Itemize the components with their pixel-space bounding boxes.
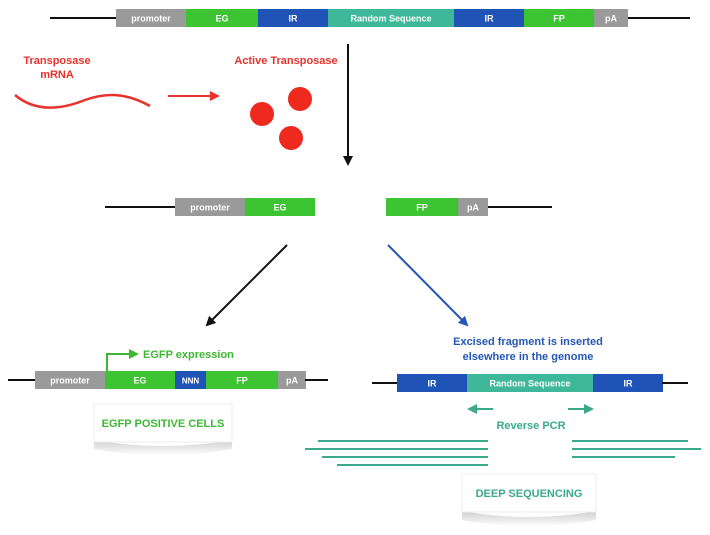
segment-label: IR	[289, 14, 299, 24]
deep-sequencing-label: DEEP SEQUENCING	[476, 488, 583, 500]
segment-label: FP	[416, 203, 428, 213]
segment-ir	[454, 9, 524, 27]
segment-label: promoter	[190, 203, 230, 213]
box-panel	[461, 473, 597, 513]
transposase-protein	[288, 87, 312, 111]
expression-arrow	[106, 349, 139, 371]
segment-label: Random Sequence	[350, 14, 431, 24]
transposase-protein	[279, 126, 303, 150]
segment-label: promoter	[50, 376, 90, 386]
inserted-fragment: Excised fragment is inserted elsewhere i…	[372, 336, 688, 392]
box-shadow	[462, 511, 596, 527]
segment-ir	[593, 374, 663, 392]
active-transposase-label: Active Transposase	[234, 55, 337, 67]
segment-eg	[186, 9, 258, 27]
segment-ir	[397, 374, 467, 392]
segment-eg	[245, 198, 315, 216]
repair-arrow	[205, 244, 288, 327]
segment-label: FP	[236, 376, 248, 386]
egfp-positive-cells-box: EGFP POSITIVE CELLS	[93, 403, 233, 456]
segment-pa	[278, 371, 306, 389]
segment-label: EG	[133, 376, 146, 386]
segment-random-sequence	[328, 9, 454, 27]
excised-construct-right: FP pA	[386, 198, 552, 216]
segment-label: IR	[485, 14, 495, 24]
segment-fp	[386, 198, 458, 216]
reverse-pcr-label: Reverse PCR	[496, 420, 565, 432]
mrna-strand	[14, 93, 151, 109]
segment-label: IR	[428, 379, 438, 389]
egfp-expression-label: EGFP expression	[143, 349, 234, 361]
construct-full: promoter EG IR Random Sequence IR FP pA	[50, 9, 690, 27]
repaired-construct: EGFP expression promoter EG NNN FP pA	[8, 349, 328, 389]
segment-pa	[458, 198, 488, 216]
segment-label: Random Sequence	[489, 379, 570, 389]
insertion-label-line2: elsewhere in the genome	[463, 351, 594, 363]
segment-ir	[258, 9, 328, 27]
segment-label: promoter	[131, 14, 171, 24]
segment-label: EG	[273, 203, 286, 213]
mrna-label-line2: mRNA	[40, 69, 74, 81]
segment-label: NNN	[182, 377, 200, 386]
segment-label: pA	[467, 203, 479, 213]
excised-construct-left: promoter EG	[105, 198, 315, 216]
insertion-arrow	[387, 244, 469, 327]
segment-eg	[105, 371, 175, 389]
egfp-positive-cells-label: EGFP POSITIVE CELLS	[102, 418, 225, 430]
segment-label: pA	[605, 14, 617, 24]
segment-nnn	[175, 371, 206, 389]
deep-sequencing-box: DEEP SEQUENCING	[461, 473, 597, 527]
segment-label: pA	[286, 376, 298, 386]
segment-promoter	[175, 198, 245, 216]
segment-pa	[594, 9, 628, 27]
segment-random-sequence	[467, 374, 593, 392]
insertion-label-line1: Excised fragment is inserted	[453, 336, 603, 348]
segment-label: EG	[215, 14, 228, 24]
segment-fp	[206, 371, 278, 389]
mrna-label-line1: Transposase	[23, 55, 90, 67]
segment-label: FP	[553, 14, 565, 24]
segment-label: IR	[624, 379, 634, 389]
segment-promoter	[116, 9, 186, 27]
box-panel	[93, 403, 233, 443]
transposase-section: Transposase mRNA Active Transposase	[14, 55, 338, 150]
transposase-protein	[250, 102, 274, 126]
segment-fp	[524, 9, 594, 27]
segment-promoter	[35, 371, 105, 389]
sequencing-reads	[305, 440, 701, 466]
box-shadow	[94, 440, 232, 456]
